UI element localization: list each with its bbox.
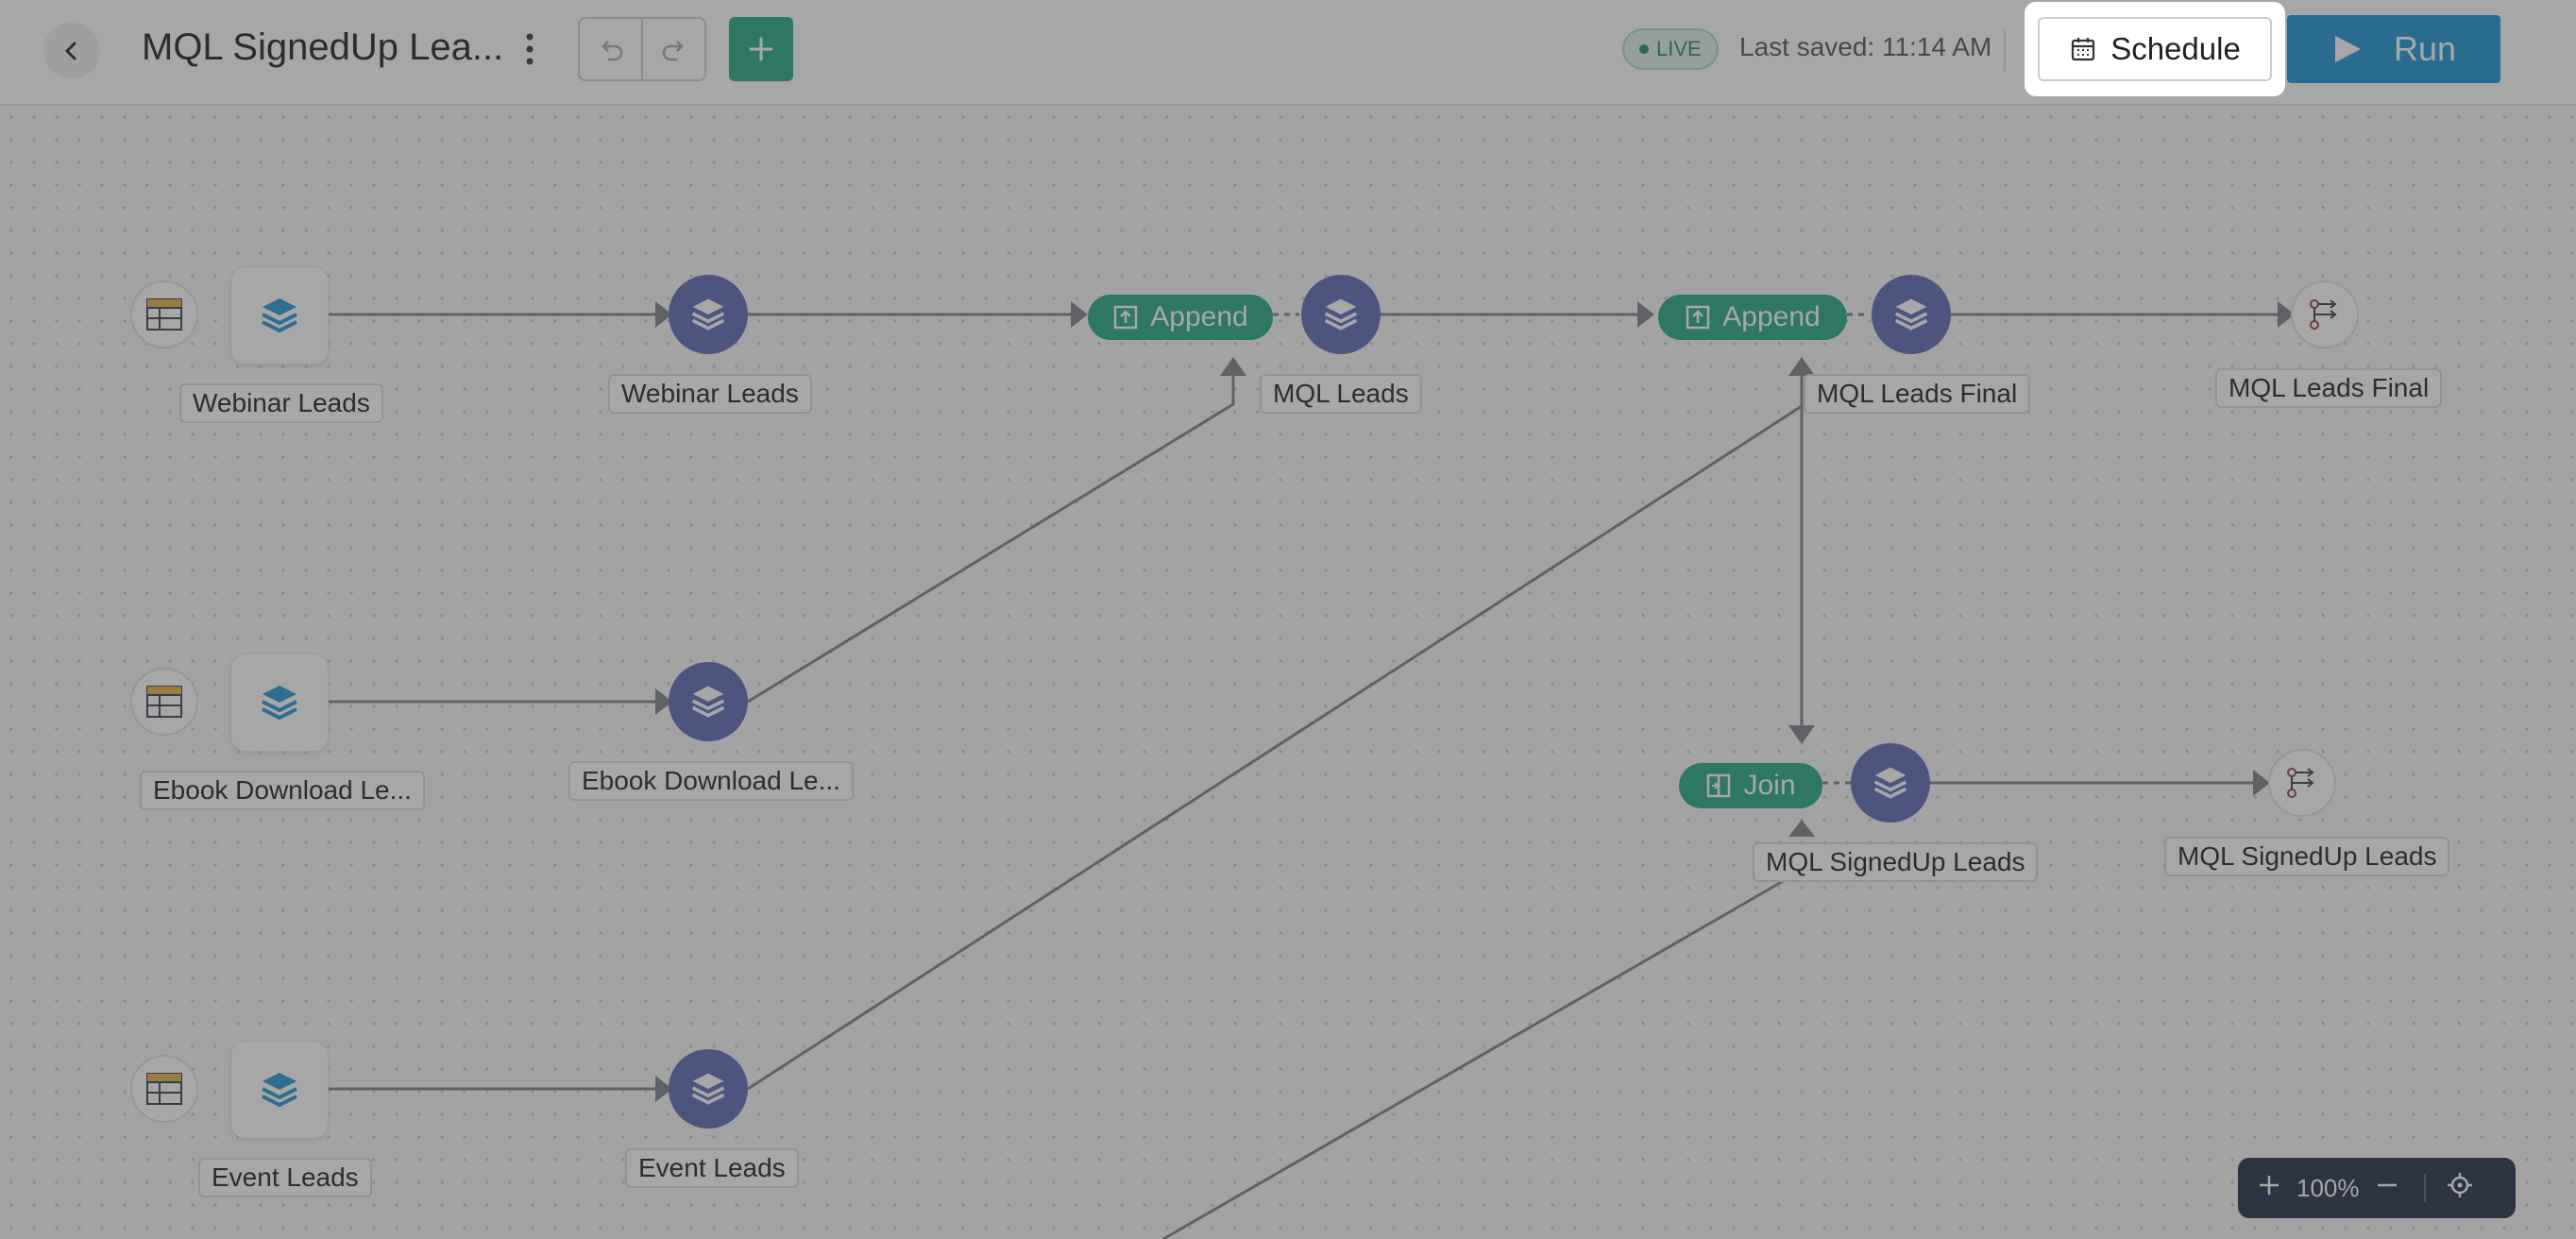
transform-join[interactable]: Join (1679, 763, 1822, 808)
node-label-stage-event: Event Leads (625, 1148, 799, 1188)
append-icon (1686, 305, 1710, 330)
back-button[interactable] (43, 23, 100, 79)
add-button[interactable] (729, 17, 793, 81)
pipeline-canvas[interactable] (0, 106, 2576, 1239)
layers-icon (691, 298, 725, 331)
stage-node-webinar[interactable] (669, 275, 748, 354)
node-label-source-event: Event Leads (198, 1158, 372, 1197)
dataset-card-ebook[interactable] (230, 653, 329, 752)
layers-icon (1873, 767, 1907, 799)
undo-button[interactable] (580, 19, 643, 79)
header-divider (2004, 30, 2006, 72)
source-table-icon[interactable] (130, 1055, 198, 1123)
zoom-level: 100% (2296, 1173, 2360, 1202)
layers-icon (262, 686, 297, 721)
stage-node-mql-signedup[interactable] (1851, 743, 1930, 823)
node-label-mql-signedup: MQL SignedUp Leads (1753, 842, 2039, 882)
node-label-source-ebook: Ebook Download Le... (140, 771, 425, 810)
zoom-control: 100% (2238, 1158, 2516, 1218)
zoom-out-button[interactable] (2375, 1173, 2399, 1204)
node-label-stage-ebook: Ebook Download Le... (568, 761, 854, 801)
layers-icon (262, 1073, 297, 1108)
plus-icon (2260, 1175, 2279, 1195)
output-node-mql-leads-final[interactable] (2291, 280, 2359, 348)
stage-node-event[interactable] (669, 1049, 748, 1129)
source-table-icon[interactable] (130, 280, 198, 348)
redo-icon (662, 41, 684, 61)
kebab-icon (526, 33, 534, 65)
layers-icon (691, 1073, 725, 1105)
play-icon (2334, 36, 2361, 62)
dataset-card-event[interactable] (230, 1041, 329, 1139)
schedule-label: Schedule (2110, 31, 2241, 66)
recenter-button[interactable] (2447, 1172, 2473, 1205)
node-label-output-mql-signedup: MQL SignedUp Leads (2164, 837, 2450, 876)
output-node-mql-signedup[interactable] (2268, 749, 2336, 817)
source-table-icon[interactable] (130, 668, 198, 736)
node-label-output-mql-leads-final: MQL Leads Final (2215, 368, 2443, 408)
layers-icon (262, 298, 297, 333)
append-icon (1114, 305, 1138, 330)
run-label: Run (2393, 29, 2457, 68)
node-label-source-webinar: Webinar Leads (179, 383, 383, 423)
transform-append-2[interactable]: Append (1658, 295, 1847, 340)
chevron-left-icon (65, 42, 76, 60)
run-button[interactable]: Run (2287, 15, 2500, 83)
transform-label: Join (1743, 770, 1796, 801)
layers-icon (691, 686, 725, 718)
export-branch-icon (2310, 299, 2337, 330)
undo-redo-group (578, 17, 706, 81)
transform-label: Append (1150, 301, 1248, 332)
target-icon (2447, 1172, 2472, 1197)
node-label-mql-leads: MQL Leads (1260, 374, 1422, 414)
layers-icon (1894, 298, 1928, 331)
live-label: LIVE (1656, 37, 1702, 60)
transform-append-1[interactable]: Append (1088, 295, 1273, 340)
transform-label: Append (1722, 301, 1821, 332)
stage-node-ebook[interactable] (669, 662, 748, 741)
page-title: MQL SignedUp Lea... (142, 26, 504, 68)
last-saved-text: Last saved: 11:14 AM (1739, 32, 1992, 61)
export-branch-icon (2287, 768, 2314, 798)
schedule-button[interactable]: Schedule (2038, 17, 2272, 81)
zoom-divider (2423, 1174, 2426, 1202)
more-options-button[interactable] (516, 26, 544, 72)
dataset-card-webinar[interactable] (230, 266, 329, 365)
node-label-stage-webinar: Webinar Leads (608, 374, 812, 414)
calendar-icon (2072, 38, 2095, 61)
live-dot-icon (1639, 44, 1649, 54)
stage-node-mql-leads-final[interactable] (1872, 275, 1951, 354)
plus-icon (749, 37, 773, 61)
join-icon (1707, 773, 1731, 798)
node-label-mql-leads-final: MQL Leads Final (1804, 374, 2031, 414)
zoom-in-button[interactable] (2257, 1173, 2281, 1204)
layers-icon (1324, 298, 1358, 331)
live-badge: LIVE (1622, 28, 1719, 70)
undo-icon (601, 41, 622, 61)
minus-icon (2377, 1183, 2397, 1186)
schedule-highlight: Schedule (2025, 2, 2285, 96)
redo-button[interactable] (643, 19, 704, 79)
stage-node-mql-leads[interactable] (1301, 275, 1381, 354)
